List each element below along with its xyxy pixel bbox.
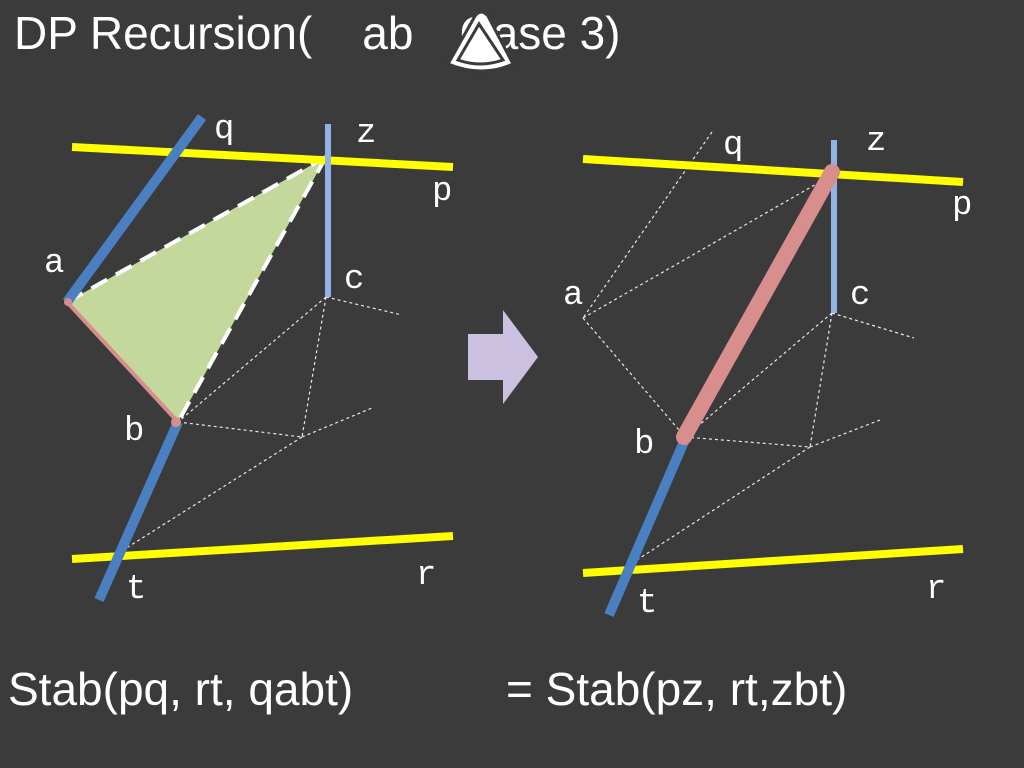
- left-yellow-line-p: [71, 143, 454, 171]
- left-green-triangle: [67, 157, 326, 422]
- left-label-t: t: [126, 571, 146, 609]
- right-blue-segment-bt: [604, 435, 691, 617]
- title-middle: ab: [362, 7, 414, 59]
- right-arrow-icon: [468, 310, 538, 404]
- left-diagram: q z p a c b t r: [44, 111, 454, 609]
- left-yellow-line-r: [71, 532, 454, 563]
- right-yellow-line-p: [582, 155, 964, 186]
- right-label-r: r: [926, 571, 946, 609]
- right-dotted-lines: [582, 131, 915, 561]
- right-yellow-line-r: [582, 545, 964, 577]
- right-label-p: p: [952, 187, 972, 225]
- left-blue-segment-qa: [62, 114, 207, 305]
- triangle-icon: [446, 10, 515, 73]
- right-label-a: a: [563, 277, 583, 315]
- left-formula: Stab(pq, rt, qabt): [8, 663, 354, 715]
- left-pink-edge-ab: [65, 300, 180, 424]
- left-label-a: a: [44, 245, 64, 283]
- right-label-t: t: [637, 585, 657, 623]
- left-label-z: z: [356, 115, 376, 153]
- title-prefix: DP Recursion(: [14, 7, 313, 59]
- right-label-c: c: [850, 277, 870, 315]
- left-label-p: p: [432, 173, 452, 211]
- left-triangle-dashed-edge: [66, 155, 327, 304]
- right-label-z: z: [866, 123, 886, 161]
- right-label-q: q: [723, 127, 743, 165]
- left-label-q: q: [214, 111, 234, 149]
- left-label-c: c: [344, 261, 364, 299]
- left-point-b: [171, 417, 181, 427]
- left-label-b: b: [124, 413, 144, 451]
- right-pink-segment-zb: [676, 164, 840, 445]
- left-blue-segment-bt: [94, 419, 183, 603]
- left-point-a: [64, 298, 72, 306]
- right-formula: = Stab(pz, rt,zbt): [506, 663, 848, 715]
- left-triangle-dashed-edge: [176, 156, 328, 423]
- right-diagram: q z p a c b t r: [563, 123, 972, 623]
- right-label-b: b: [634, 426, 654, 464]
- left-label-r: r: [416, 557, 436, 595]
- left-dotted-lines: [127, 296, 403, 548]
